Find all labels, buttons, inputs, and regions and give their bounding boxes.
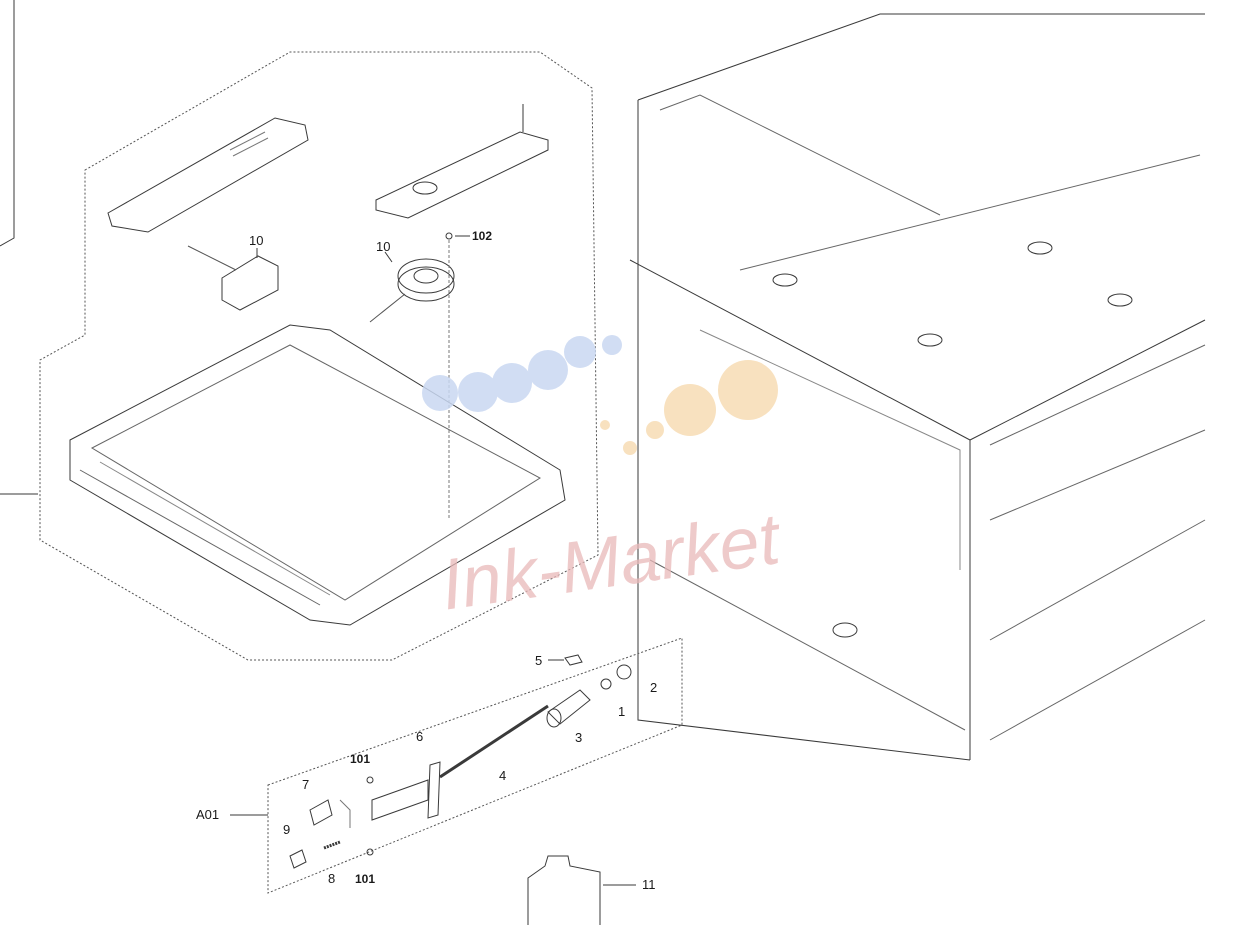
callout-label-9: 9 xyxy=(283,822,291,837)
callout-label-102: 102 xyxy=(472,229,493,243)
fan-left xyxy=(221,255,279,311)
plate-slot xyxy=(229,131,266,151)
machine-top-edge xyxy=(637,13,1205,101)
machine-hole xyxy=(1027,241,1053,255)
part-5 xyxy=(564,654,583,666)
watermark-text: Ink-Market xyxy=(436,499,787,626)
part-8-spring xyxy=(323,840,341,850)
machine-hole xyxy=(832,622,858,638)
machine-hole xyxy=(917,333,943,347)
fan-left-wire xyxy=(187,245,237,271)
fan-right-base xyxy=(397,266,455,302)
callout-label-10: 10 xyxy=(249,233,264,248)
part-6-plate xyxy=(427,761,441,819)
top-cover-plate-left xyxy=(107,117,309,233)
callout-label-2: 2 xyxy=(650,680,658,695)
fan-right-hub xyxy=(413,268,439,284)
machine-hole xyxy=(1107,293,1133,307)
machine-panel-edge xyxy=(989,619,1206,741)
callout-label-5: 5 xyxy=(535,653,543,668)
callout-leader xyxy=(384,251,393,263)
screw-101-top xyxy=(366,776,374,784)
part-1 xyxy=(600,678,612,690)
machine-frame-beam xyxy=(659,94,941,216)
part-9 xyxy=(289,849,307,869)
transfer-unit-boundary xyxy=(39,51,599,661)
machine-panel-edge xyxy=(989,519,1206,641)
callout-label-101: 101 xyxy=(350,752,371,766)
callout-label-7: 7 xyxy=(302,777,310,792)
top-cover-plate-right xyxy=(375,131,549,219)
watermark-logo xyxy=(422,335,778,455)
callout-label-3: 3 xyxy=(575,730,583,745)
callout-label-4: 4 xyxy=(499,768,507,783)
frame-rail xyxy=(99,461,331,596)
part-7 xyxy=(309,799,333,826)
callout-label-10: 10 xyxy=(376,239,391,254)
transfer-belt-frame xyxy=(69,324,566,626)
part-2 xyxy=(616,664,632,680)
machine-base-rail xyxy=(649,559,966,731)
machine-left-edge xyxy=(637,100,971,761)
frame-rail xyxy=(79,469,321,606)
callout-label-a01: A01 xyxy=(196,807,220,822)
machine-hole xyxy=(772,273,798,287)
toner-bay xyxy=(699,329,961,570)
plate-slot xyxy=(232,137,269,157)
fan-right-wire xyxy=(369,293,406,323)
callout-label-8: 8 xyxy=(328,871,336,886)
part-3 xyxy=(547,689,591,725)
left-edge-bracket xyxy=(0,0,15,247)
plate-hole xyxy=(412,181,438,195)
machine-panel-edge xyxy=(989,429,1206,521)
callout-label-1: 1 xyxy=(618,704,626,719)
callout-label-11: 11 xyxy=(642,877,656,892)
screw-101-bottom xyxy=(366,848,374,856)
callout-label-101: 101 xyxy=(355,872,376,886)
part-6-housing xyxy=(371,779,429,821)
machine-mid-edge xyxy=(629,259,1206,441)
machine-frame-beam xyxy=(739,154,1201,271)
screw-102 xyxy=(445,232,453,240)
fan-right xyxy=(397,258,455,294)
part-4-auger xyxy=(439,704,549,779)
part-3-end xyxy=(546,708,562,728)
part-7-leader xyxy=(339,799,351,828)
waste-toner-bottle xyxy=(527,855,601,925)
a01-assembly-boundary xyxy=(267,637,683,894)
machine-panel-edge xyxy=(989,344,1206,446)
callout-label-6: 6 xyxy=(416,729,424,744)
transfer-belt-surface xyxy=(90,344,541,601)
